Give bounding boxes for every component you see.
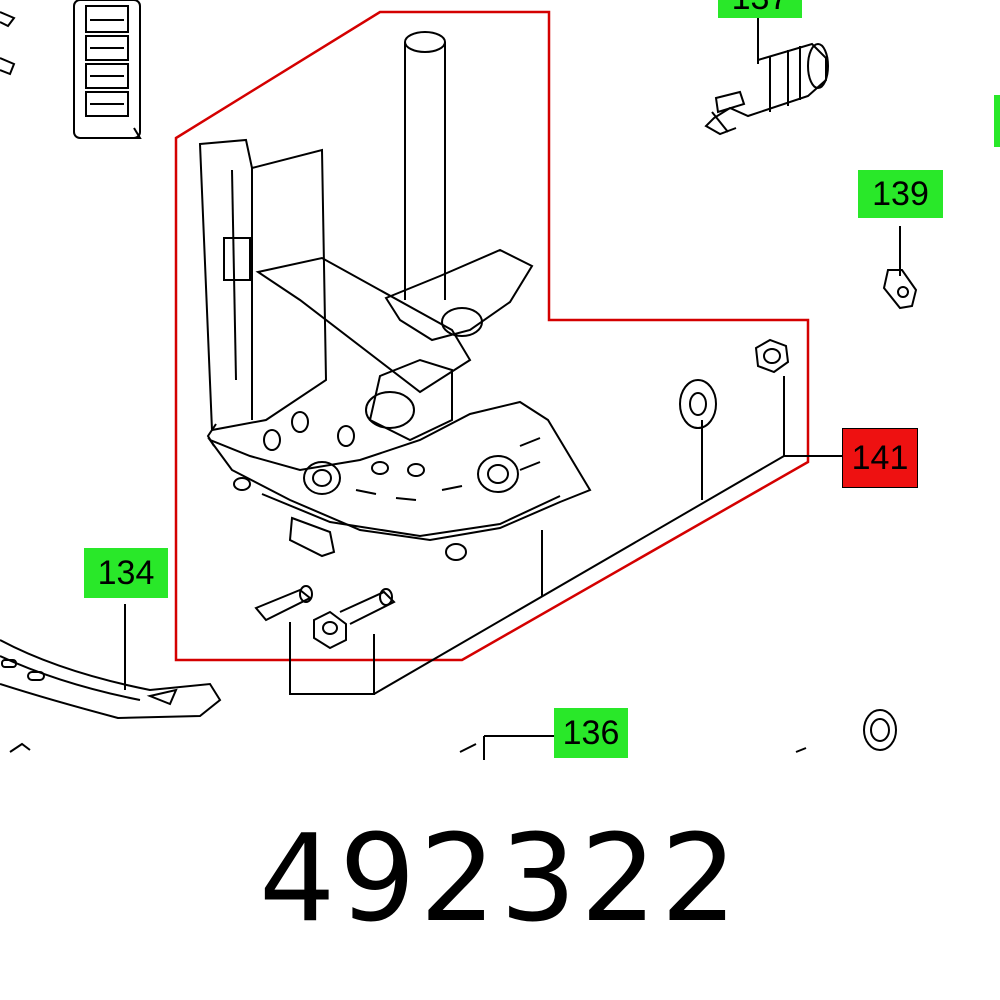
callout-136[interactable]: 136 — [554, 708, 628, 758]
connector-block-part — [73, 0, 142, 139]
guard-strip-part-134 — [0, 604, 222, 720]
plug-part-137 — [704, 18, 829, 136]
nut-and-washer-parts — [679, 338, 842, 500]
callout-141[interactable]: 141 — [842, 428, 918, 488]
pins-and-screw-parts — [254, 455, 785, 695]
exploded-parts-diagram — [0, 0, 918, 760]
callout-137[interactable]: 137 — [718, 0, 802, 18]
small-pins-left — [0, 11, 16, 76]
base-assembly-part — [198, 31, 592, 596]
callout-134[interactable]: 134 — [84, 548, 168, 598]
clip-part-139 — [882, 226, 918, 310]
part-number: 492322 — [258, 810, 742, 949]
edge-callout-fragment — [994, 95, 1000, 147]
assembly-141-outline — [174, 10, 810, 662]
callout-139[interactable]: 139 — [858, 170, 943, 218]
bottom-part-fragments — [9, 709, 897, 760]
